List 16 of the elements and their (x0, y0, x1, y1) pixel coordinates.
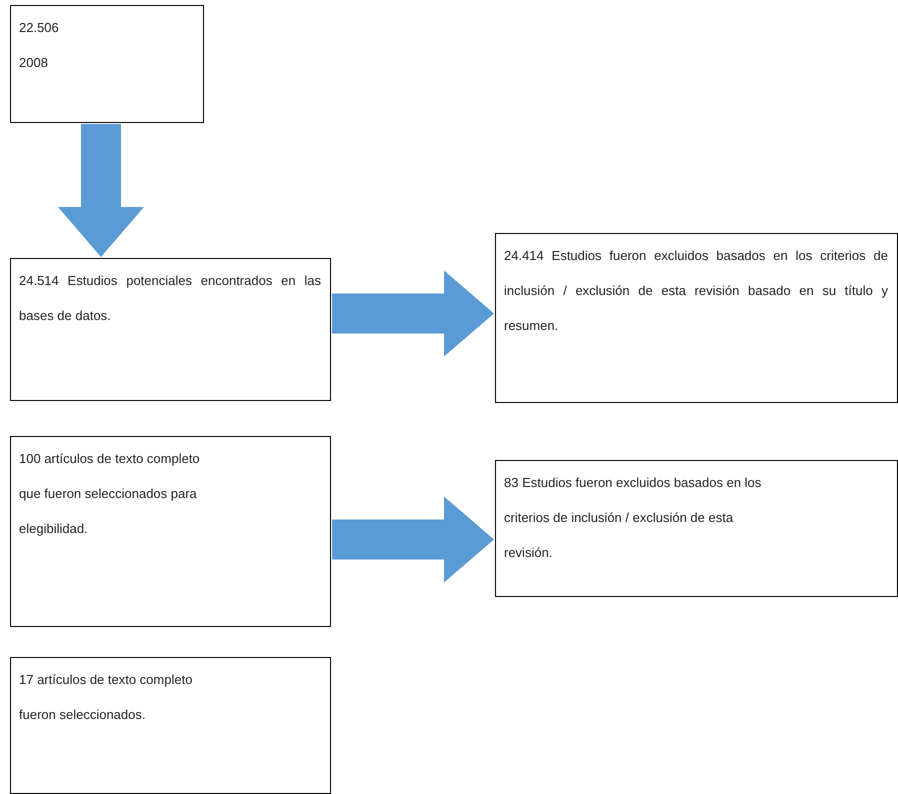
process-box (10, 5, 204, 123)
block-arrow (332, 496, 494, 582)
process-box (495, 460, 898, 597)
process-box (10, 657, 331, 794)
block-arrow (332, 270, 494, 356)
box-text: 22.506 (19, 19, 60, 37)
process-box (10, 436, 331, 627)
box-text: 24.514 Estudios potenciales encontrados en las bases de datos. (19, 272, 321, 325)
process-box (10, 258, 331, 401)
box-text: 17 artículos de texto completo fueron seleccionados. (19, 671, 194, 724)
box-text: 83 Estudios fueron excluidos basados en los criterios de inclusión / exclusión de esta revisión. (504, 474, 762, 562)
box-text: 100 artículos de texto completo que fueron seleccionados para elegibilidad. (19, 450, 201, 538)
box-text: 2008 (19, 54, 49, 72)
block-arrow (58, 124, 144, 257)
process-box (495, 233, 898, 403)
box-text: 24.414 Estudios fueron excluidos basados en los criterios de inclusión / exclusión de esta revisión basado en su título y resumen. (504, 247, 888, 335)
